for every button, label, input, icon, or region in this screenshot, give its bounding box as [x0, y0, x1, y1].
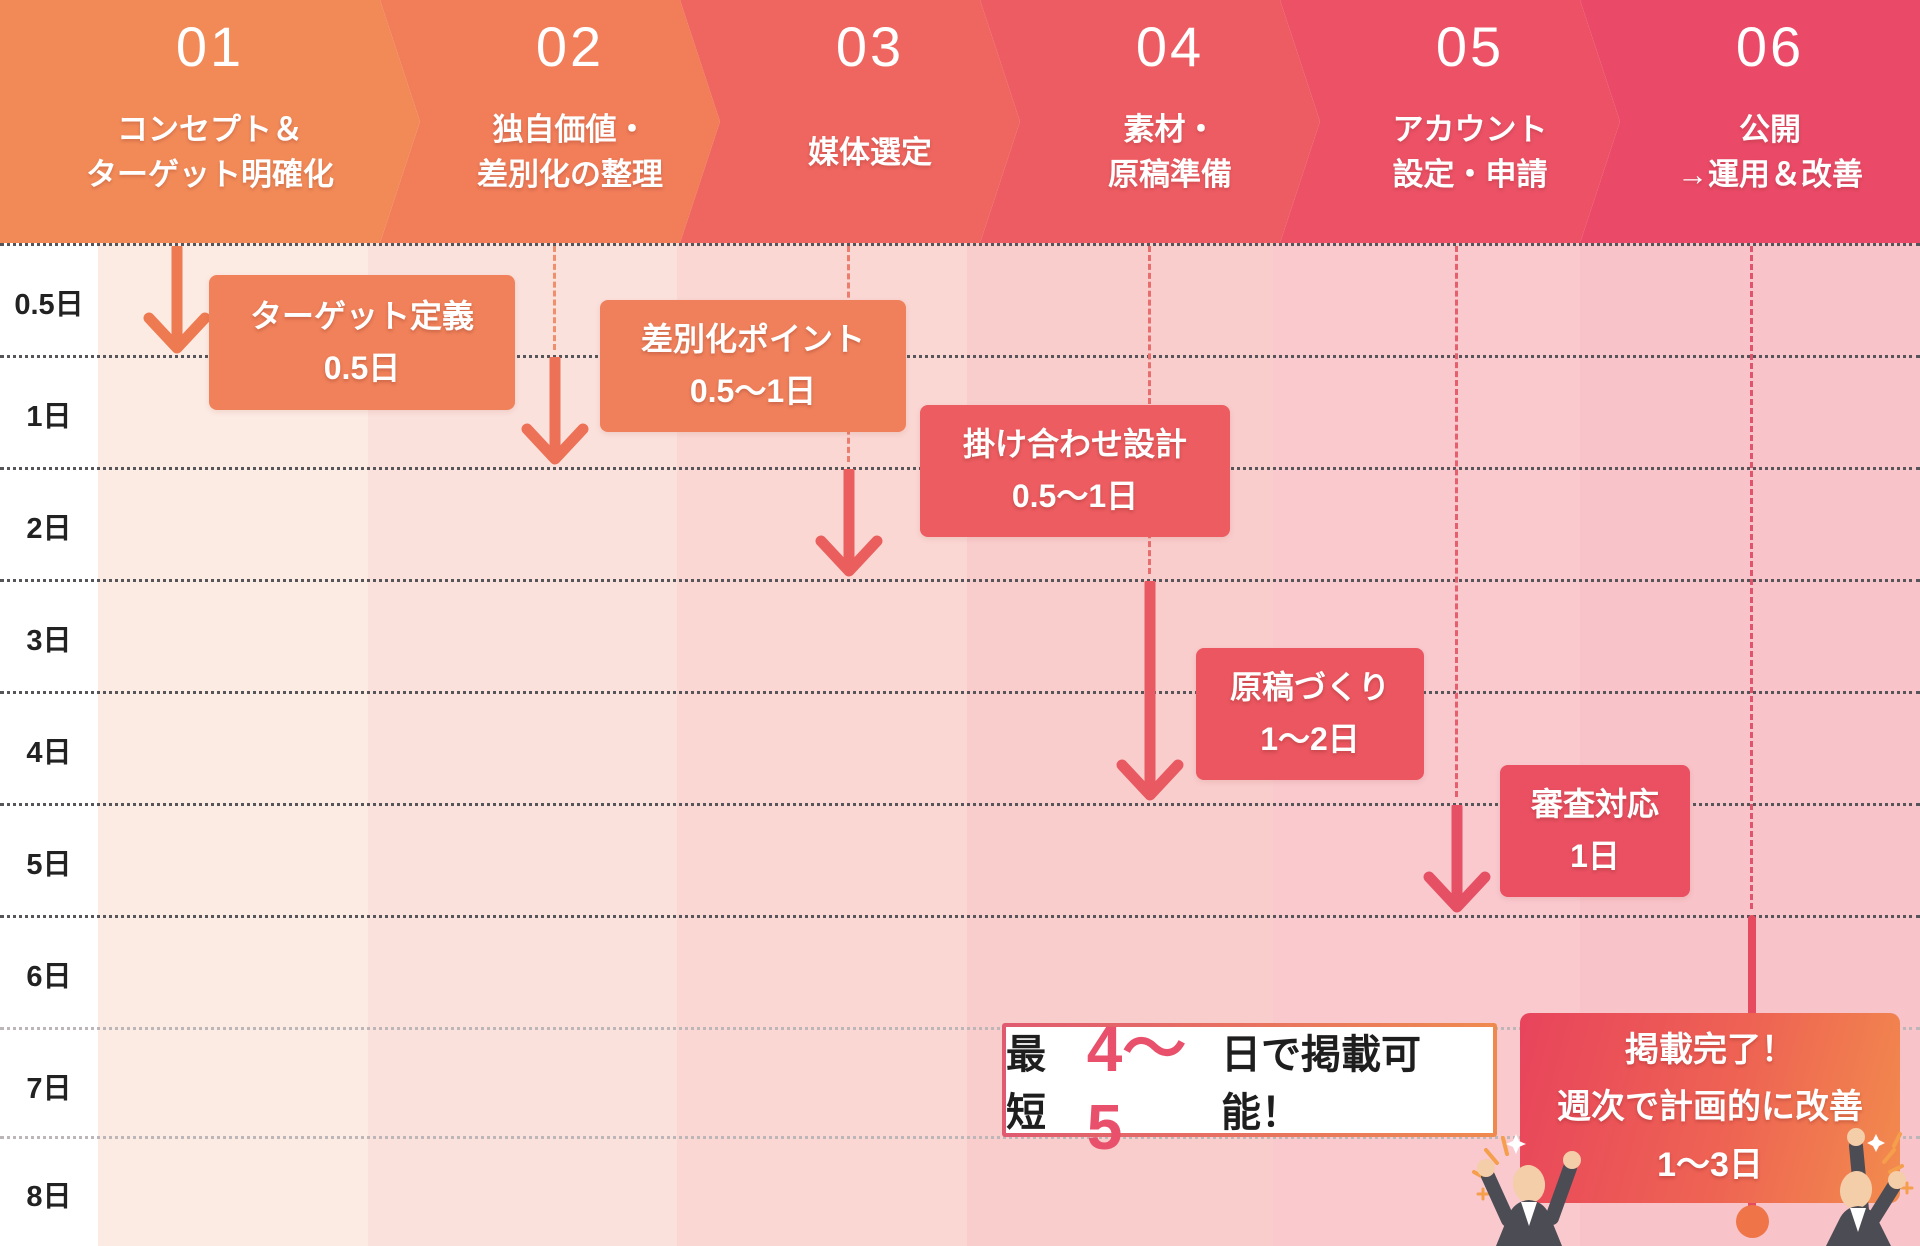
- step-label-2: 独自価値・ 差別化の整理: [477, 78, 663, 243]
- day-label-3: 3日: [26, 625, 72, 657]
- duration-arrow-step4: [1116, 581, 1184, 801]
- callout-title: 掛け合わせ設計: [962, 426, 1187, 463]
- step-label-2-line1: 独自価値・: [492, 112, 648, 148]
- final-line2: 週次で計画的に改善: [1557, 1088, 1863, 1127]
- step-label-3: 媒体選定: [808, 78, 932, 243]
- step-label-2-line2: 差別化の整理: [477, 157, 663, 193]
- callout-kakeawase-sekkei: 掛け合わせ設計 0.5〜1日: [904, 405, 1230, 537]
- grid-line-day7: [0, 1136, 1920, 1139]
- duration-arrow-step3: [815, 469, 883, 577]
- grid-line-day5: [0, 915, 1920, 918]
- day-label-4: 4日: [26, 737, 72, 769]
- step-header-4: 04 素材・ 原稿準備: [980, 0, 1320, 243]
- day-label-7: 7日: [26, 1073, 72, 1105]
- grid-line-day6: [0, 1027, 1920, 1030]
- callout-title: 審査対応: [1530, 786, 1659, 823]
- day-label-1: 1日: [26, 401, 72, 433]
- step-label-4: 素材・ 原稿準備: [1108, 78, 1232, 243]
- banner-suffix: 日で掲載可能！: [1221, 1033, 1422, 1135]
- step-label-3-line1: 媒体選定: [808, 134, 932, 170]
- callout-duration: 1〜2日: [1260, 721, 1360, 757]
- grid-line-day4: [0, 803, 1920, 806]
- duration-arrow-step2: [521, 357, 589, 465]
- step-header-5: 05 アカウント 設定・申請: [1280, 0, 1620, 243]
- final-line1: 掲載完了！: [1625, 1031, 1795, 1070]
- step-label-1-line2: ターゲット明確化: [86, 157, 334, 193]
- column-band-1: [98, 243, 368, 1246]
- step-label-6: 公開 →運用＆改善: [1677, 78, 1863, 243]
- step-label-5-line2: 設定・申請: [1392, 157, 1548, 193]
- step-header-1: 01 コンセプト＆ ターゲット明確化: [0, 0, 420, 243]
- day-label-6: 6日: [26, 961, 72, 993]
- sparkle-icon: [1867, 1132, 1914, 1195]
- duration-arrow-step1: [143, 246, 211, 354]
- grid-line-day0-5: [0, 355, 1920, 358]
- day-label-0-5: 0.5日: [14, 289, 84, 321]
- step6-end-dot: [1736, 1205, 1769, 1238]
- celebrating-person-right: [1826, 1128, 1914, 1246]
- step-label-1: コンセプト＆ ターゲット明確化: [86, 78, 334, 243]
- day-label-8: 8日: [26, 1181, 72, 1213]
- step-label-4-line2: 原稿準備: [1108, 157, 1232, 193]
- step-label-5: アカウント 設定・申請: [1393, 78, 1548, 243]
- callout-genko-zukuri: 原稿づくり 1〜2日: [1180, 648, 1424, 780]
- callout-duration: 0.5〜1日: [689, 373, 817, 409]
- duration-arrow-step5: [1423, 805, 1491, 913]
- step-header-3: 03 媒体選定: [680, 0, 1020, 243]
- day-label-5: 5日: [26, 849, 72, 881]
- step-number-3: 03: [835, 15, 905, 78]
- celebrating-person-left: [1472, 1134, 1581, 1246]
- guide-dash-step2: [553, 246, 556, 350]
- callout-target-teigi: ターゲット定義 0.5日: [193, 275, 515, 410]
- step-number-4: 04: [1135, 15, 1205, 78]
- step-number-6: 06: [1735, 15, 1805, 78]
- summary-banner: 最短 4〜5 日で掲載可能！: [1002, 1013, 1497, 1163]
- final-line3: 1〜3日: [1657, 1145, 1763, 1184]
- banner-prefix: 最短: [1006, 1033, 1046, 1135]
- callout-title: 差別化ポイント: [640, 321, 865, 358]
- callout-shinsa-taio: 審査対応 1日: [1484, 765, 1690, 897]
- guide-dash-step5: [1455, 246, 1458, 797]
- guide-dash-step6: [1750, 246, 1753, 909]
- step-number-2: 02: [535, 15, 605, 78]
- callout-sabetsuka-point: 差別化ポイント 0.5〜1日: [584, 300, 906, 432]
- grid-line-day2: [0, 579, 1920, 582]
- callout-duration: 1日: [1570, 838, 1620, 874]
- callout-title: 原稿づくり: [1229, 669, 1390, 706]
- callout-keisai-kanryo: 掲載完了！ 週次で計画的に改善 1〜3日: [1520, 1013, 1900, 1203]
- step-label-6-line2: →運用＆改善: [1677, 157, 1863, 193]
- callout-duration: 0.5日: [323, 349, 401, 386]
- banner-highlight: 4〜5: [1086, 1013, 1187, 1163]
- step-label-1-line1: コンセプト＆: [117, 112, 303, 148]
- step-number-5: 05: [1435, 15, 1505, 78]
- grid-line-day0: [0, 243, 1920, 246]
- step-label-6-line1: 公開: [1739, 112, 1801, 148]
- summary-banner-inner: 最短 4〜5 日で掲載可能！: [1006, 1013, 1493, 1163]
- step-label-5-line1: アカウント: [1392, 112, 1548, 148]
- callout-title: ターゲット定義: [249, 297, 474, 334]
- callout-duration: 0.5〜1日: [1011, 478, 1139, 514]
- grid-line-day3: [0, 691, 1920, 694]
- step-header-6: 06 公開 →運用＆改善: [1580, 0, 1920, 243]
- step-header-2: 02 独自価値・ 差別化の整理: [380, 0, 720, 243]
- day-label-2: 2日: [26, 513, 72, 545]
- step-label-4-line1: 素材・: [1123, 112, 1217, 148]
- step-number-1: 01: [175, 15, 245, 78]
